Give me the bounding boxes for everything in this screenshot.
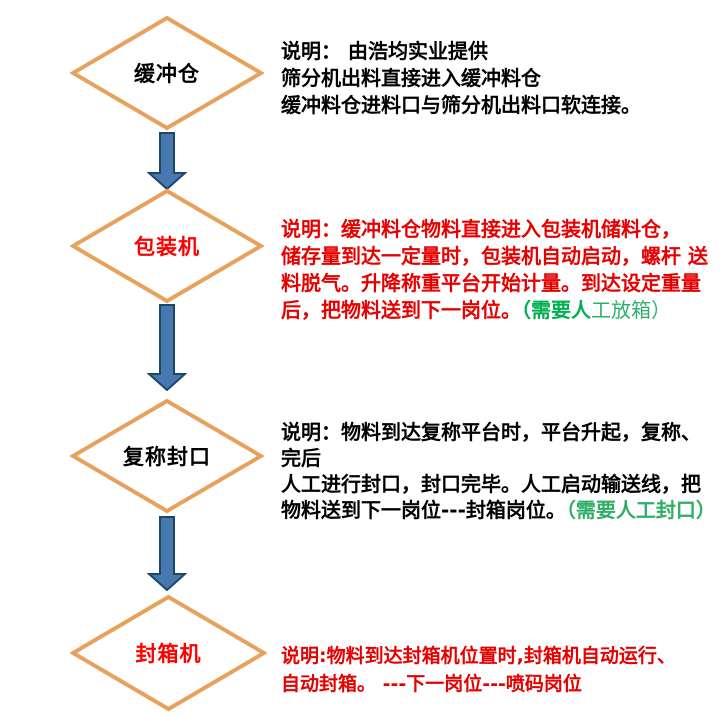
note-buffer-bin: 说明： 由浩均实业提供 筛分机出料直接进入缓冲料仓 缓冲料仓进料口与筛分机出料口… bbox=[281, 39, 641, 117]
down-arrow-3 bbox=[147, 516, 187, 591]
flow-node-packing-machine: 包装机 bbox=[70, 188, 264, 304]
flow-node-label-buffer-bin: 缓冲仓 bbox=[134, 62, 200, 86]
note-carton-sealer: 说明:物料到达封箱机位置时,封箱机自动运行、 自动封箱。 ---下一岗位---喷… bbox=[281, 645, 676, 695]
down-arrow-2 bbox=[147, 304, 187, 391]
flow-node-recheck-sealing: 复称封口 bbox=[70, 398, 264, 514]
diamond-shape bbox=[70, 188, 264, 304]
diamond-shape bbox=[70, 15, 264, 131]
note-packing-machine: 说明：缓冲料仓物料直接进入包装机储料仓， 储存量到达一定量时，包装机自动启动，螺… bbox=[281, 217, 708, 322]
down-arrow-1 bbox=[147, 132, 187, 190]
flow-node-label-recheck-sealing: 复称封口 bbox=[123, 445, 211, 469]
note-recheck-sealing: 说明：物料到达复称平台时，平台升起，复称、 完后 人工进行封口，封口完毕。人工启… bbox=[281, 420, 716, 522]
diamond-shape bbox=[70, 398, 264, 514]
diamond-shape bbox=[70, 594, 267, 712]
flow-node-buffer-bin: 缓冲仓 bbox=[70, 15, 264, 131]
flow-node-label-packing-machine: 包装机 bbox=[134, 235, 200, 259]
flow-node-carton-sealer: 封箱机 bbox=[70, 594, 267, 712]
flow-node-label-carton-sealer: 封箱机 bbox=[135, 642, 202, 666]
